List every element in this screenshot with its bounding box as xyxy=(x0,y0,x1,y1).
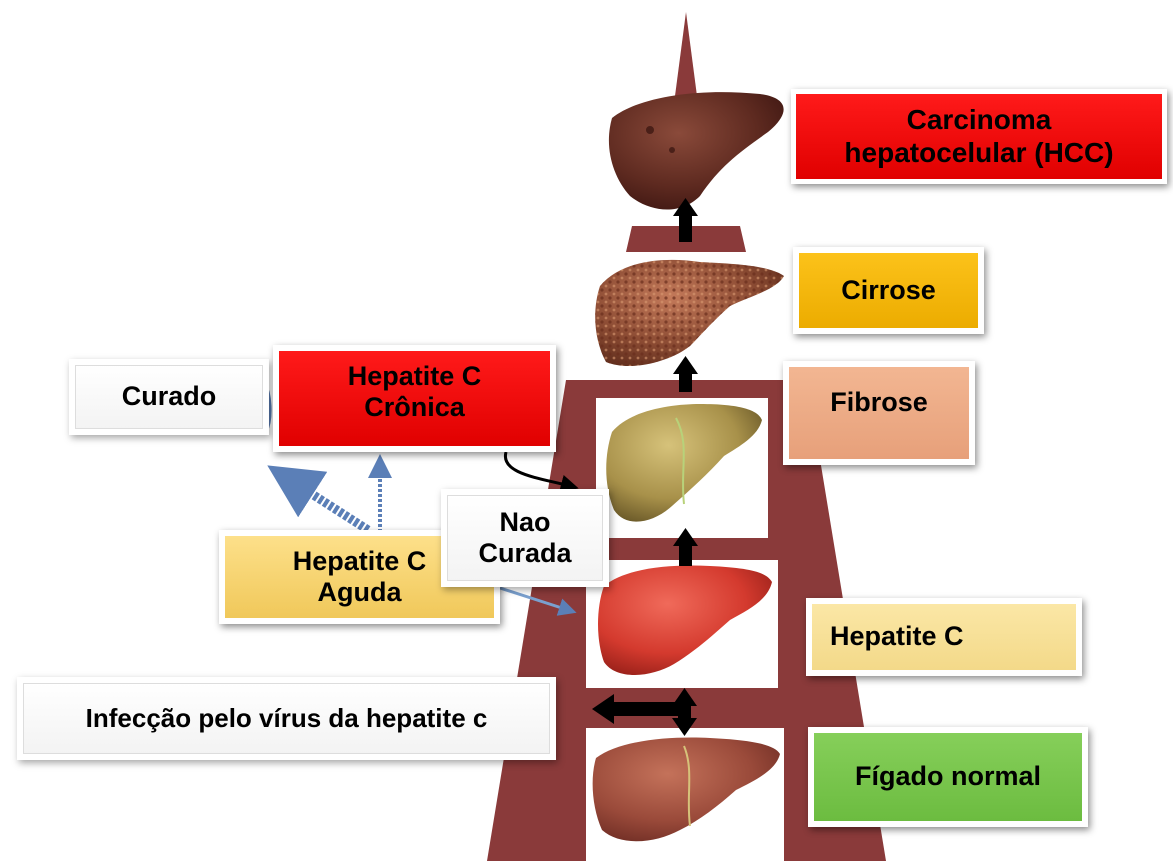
cirrose-text: Cirrose xyxy=(841,275,936,306)
hepatite-c-cronica-label: Hepatite C Crônica xyxy=(273,345,556,452)
nao-curada-line2: Curada xyxy=(478,538,571,569)
cronica-line1: Hepatite C xyxy=(348,361,482,392)
hcc-label-line2: hepatocelular (HCC) xyxy=(844,137,1113,169)
infeccao-text: Infecção pelo vírus da hepatite c xyxy=(86,704,488,734)
cirrose-label: Cirrose xyxy=(793,247,984,334)
hcc-liver-image xyxy=(609,92,784,209)
nao-curada-line1: Nao xyxy=(499,507,550,538)
fibrose-label: Fibrose xyxy=(783,361,975,465)
cirrose-liver-image xyxy=(595,260,784,366)
fibrose-text: Fibrose xyxy=(830,387,928,418)
curado-text: Curado xyxy=(122,381,217,412)
hcc-label-line1: Carcinoma xyxy=(907,104,1052,136)
infeccao-label: Infecção pelo vírus da hepatite c xyxy=(17,677,556,760)
hcc-label: Carcinoma hepatocelular (HCC) xyxy=(791,89,1167,184)
curado-label: Curado xyxy=(69,359,269,435)
aguda-line2: Aguda xyxy=(318,577,402,608)
figado-normal-text: Fígado normal xyxy=(855,761,1041,792)
hepatite-c-text: Hepatite C xyxy=(830,621,964,652)
aguda-line1: Hepatite C xyxy=(293,546,427,577)
nao-curada-label: Nao Curada xyxy=(441,489,609,587)
hepatite-c-label: Hepatite C xyxy=(806,598,1082,676)
cronica-line2: Crônica xyxy=(364,392,465,423)
figado-normal-label: Fígado normal xyxy=(808,727,1088,827)
